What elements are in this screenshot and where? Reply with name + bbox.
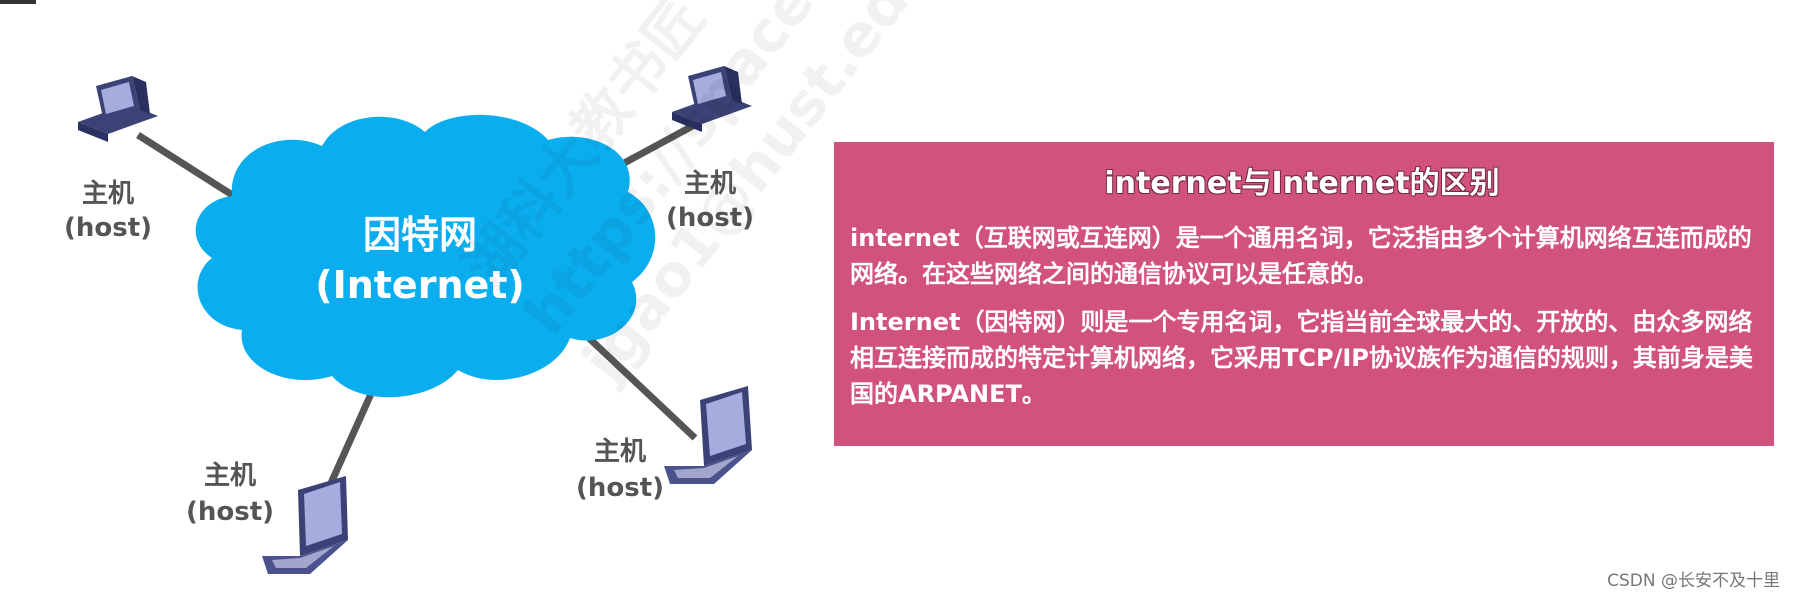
internet-cloud: 因特网 (Internet): [195, 114, 656, 398]
info-paragraph-internet: internet（互联网或互连网）是一个通用名词，它泛指由多个计算机网络互连而成…: [850, 224, 1752, 288]
link-host-top-right: [613, 118, 702, 172]
host-label: 主机: [684, 169, 736, 199]
info-paragraph-Internet: Internet（因特网）则是一个专用名词，它指当前全球最大的、开放的、由众多网…: [850, 308, 1753, 408]
host-sublabel: (host): [64, 213, 152, 243]
host-top-right: 主机 (host): [666, 66, 754, 233]
cloud-shape: [195, 114, 656, 398]
host-sublabel: (host): [186, 497, 274, 527]
link-host-top-left: [136, 132, 250, 208]
info-box: internet与Internet的区别 internet（互联网或互连网）是一…: [834, 142, 1774, 446]
host-bottom-right: 主机 (host): [576, 386, 752, 503]
cloud-subtitle: (Internet): [315, 263, 525, 307]
host-sublabel: (host): [666, 203, 754, 233]
network-diagram: 因特网 (Internet) 主机 (host) 主机 (host): [64, 66, 754, 574]
laptop-icon: [262, 476, 348, 574]
footer-credit: CSDN @长安不及十里: [1607, 571, 1780, 591]
cloud-title: 因特网: [363, 213, 477, 257]
host-top-left: 主机 (host): [64, 76, 158, 243]
info-box-title: internet与Internet的区别: [1104, 166, 1500, 201]
host-label: 主机: [594, 437, 646, 467]
host-bottom-left: 主机 (host): [186, 461, 348, 574]
host-label: 主机: [204, 461, 256, 491]
link-host-bottom-right: [572, 322, 698, 441]
desktop-computer-icon: [78, 76, 158, 142]
host-label: 主机: [82, 179, 134, 209]
laptop-icon: [664, 386, 752, 484]
desktop-computer-icon: [672, 66, 752, 132]
slide-top-marker: [0, 0, 36, 4]
host-sublabel: (host): [576, 473, 664, 503]
